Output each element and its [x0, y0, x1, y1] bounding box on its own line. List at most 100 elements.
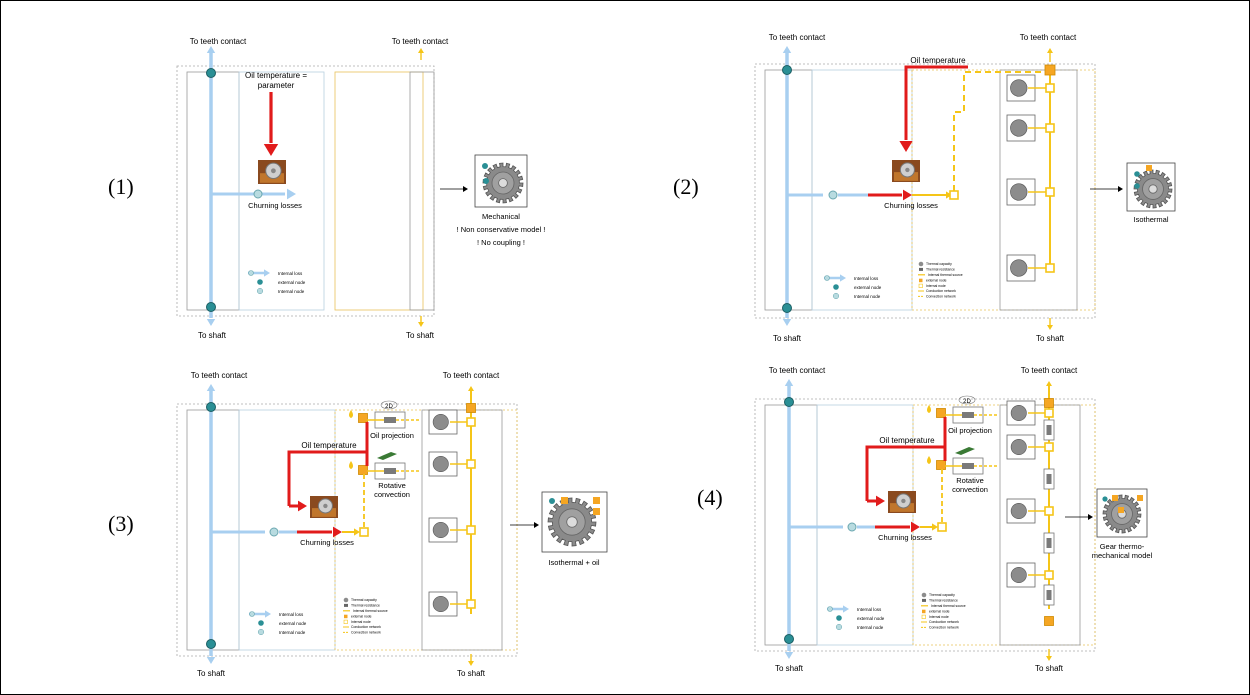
- label-oil-temperature-2: Oil temperature: [910, 56, 966, 65]
- gear-body-box: [421, 409, 503, 651]
- legend-int-node-label: Internal node: [926, 284, 946, 288]
- arrow-head: [911, 521, 920, 533]
- label-to-teeth-contact: To teeth contact: [769, 366, 826, 375]
- result-label-1-1: ! Non conservative model !: [457, 225, 546, 234]
- projection-resistance: [384, 417, 396, 423]
- capacity-circle: [432, 522, 449, 538]
- rotative-resistance: [384, 468, 396, 474]
- result-node-2a: [1134, 171, 1140, 177]
- legend-int-node-label: Internal node: [929, 615, 949, 619]
- network-internal-node: [1045, 263, 1055, 273]
- arrow-head: [784, 652, 794, 659]
- legend-internal-node: [832, 292, 840, 300]
- arrow-head: [463, 186, 468, 192]
- label-rotative: Rotative: [378, 481, 406, 490]
- result-orange-4c: [1118, 507, 1124, 513]
- label-churning-losses: Churning losses: [248, 201, 302, 210]
- legend-int-node-icon: [343, 619, 348, 624]
- legend-internal-node-label: Internal node: [279, 630, 306, 635]
- network-internal-node: [466, 599, 476, 609]
- legend-loss-dot: [248, 270, 254, 276]
- panel-number-2: (2): [673, 174, 699, 199]
- result-orange-4b: [1137, 495, 1143, 501]
- label-rotative: Rotative: [956, 476, 984, 485]
- thermal-capacity-box: [428, 517, 458, 543]
- legend-capacity-label: Thermal capacity: [929, 593, 955, 597]
- legend-resistance-label: Thermal resistance: [926, 268, 955, 272]
- arrow-head: [782, 319, 792, 326]
- shaft-box: [186, 71, 240, 311]
- capacity-circle: [1010, 503, 1027, 519]
- arrow-head: [784, 379, 794, 386]
- result-node-4: [1102, 496, 1108, 502]
- label-oil-temperature: Oil temperature: [301, 441, 357, 450]
- shaft-box: [764, 404, 818, 646]
- gear-photo-icon: [310, 496, 338, 518]
- oil-arrow-2: [904, 65, 968, 140]
- projection-icon: [958, 395, 976, 405]
- arrow-head: [354, 528, 360, 536]
- gear-photo-icon: [892, 160, 920, 182]
- legend-loss-dot: [827, 606, 833, 612]
- gear-body-box: [999, 404, 1081, 646]
- arrow-head: [206, 46, 216, 53]
- network-resistance: [1046, 590, 1052, 600]
- external-node: [784, 397, 794, 407]
- legend-ext-node-icon: [922, 609, 926, 614]
- external-node: [784, 634, 794, 644]
- gear-photo-icon: [258, 160, 286, 184]
- result-node-1b: [483, 178, 489, 184]
- photo-hub: [323, 503, 328, 509]
- internal-node: [828, 190, 838, 200]
- legend-external-node: [833, 284, 839, 290]
- legend-conduction-label: Conduction network: [929, 620, 959, 624]
- gear-hub: [498, 178, 508, 188]
- arrow-head: [840, 274, 846, 282]
- label-to-shaft: To shaft: [775, 664, 804, 673]
- result-node-1a: [482, 163, 488, 169]
- legend-external-node: [836, 615, 842, 621]
- result-label-3: Isothermal + oil: [548, 558, 599, 567]
- convection-path-2: [953, 71, 1047, 191]
- rotative-resistance: [962, 463, 974, 469]
- capacity-circle: [432, 456, 449, 472]
- photo-hub: [901, 498, 906, 504]
- external-node: [206, 639, 216, 649]
- thermal-capacity-box: [1006, 400, 1036, 426]
- arrow-head: [298, 500, 307, 512]
- result-orange-3b: [593, 497, 600, 504]
- network-internal-node: [949, 190, 959, 200]
- legend-loss-dot: [249, 611, 255, 617]
- legend-ext-node-label: external node: [926, 278, 947, 282]
- oil-drop-icon: [927, 405, 931, 413]
- result-label-1-0: Mechanical: [482, 212, 520, 221]
- label-to-shaft: To shaft: [198, 331, 227, 340]
- thermal-capacity-box: [1006, 434, 1036, 460]
- result-label-4-1: mechanical model: [1092, 551, 1153, 560]
- legend-convection-label: Convection network: [351, 631, 381, 635]
- network-internal-node: [1044, 506, 1054, 516]
- internal-node: [847, 522, 857, 532]
- arrow-head: [946, 191, 952, 199]
- capacity-circle: [1010, 439, 1027, 455]
- capacity-circle: [1010, 567, 1027, 583]
- legend-external-node: [257, 279, 263, 285]
- capacity-circle: [1010, 259, 1028, 277]
- label-to-shaft-right-2: To shaft: [1036, 334, 1065, 343]
- legend-ext-node-icon: [919, 278, 923, 283]
- legend-internal-node-label: Internal node: [857, 625, 884, 630]
- arrow-head: [206, 319, 216, 326]
- projection-glyph: 2D: [963, 399, 971, 405]
- legend-source-label: Internal thermal source: [353, 609, 388, 613]
- legend-capacity-icon: [343, 597, 349, 603]
- label-oil-temperature: Oil temperature: [879, 436, 935, 445]
- oil-arrow: [865, 423, 947, 501]
- legend-conduction-label: Conduction network: [351, 625, 381, 629]
- oil-drop-icon: [927, 456, 931, 464]
- network-resistance: [1046, 474, 1052, 484]
- arrow-head: [899, 141, 913, 152]
- arrow-head: [265, 610, 271, 618]
